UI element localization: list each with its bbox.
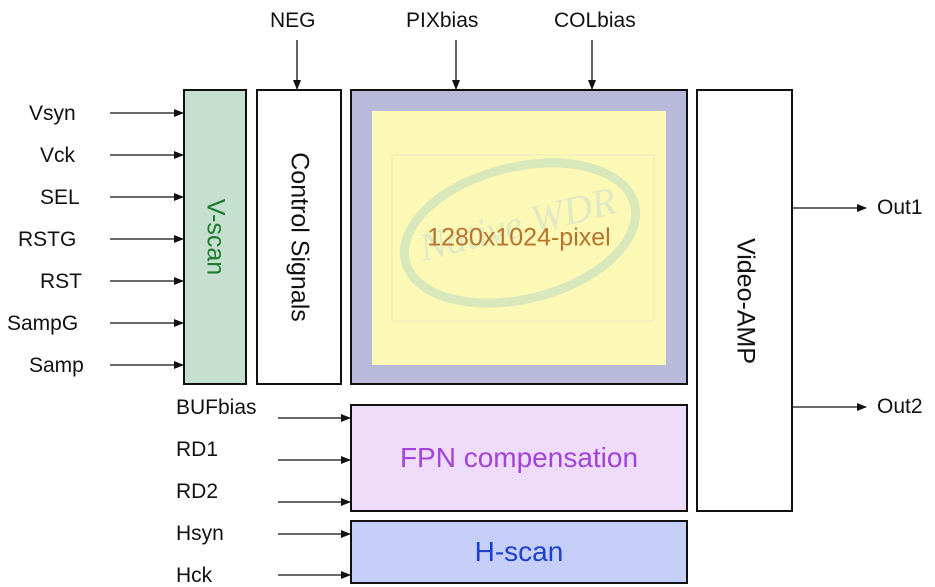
pixel-array-label: 1280x1024-pixel (427, 223, 611, 252)
sel-label: SEL (40, 186, 80, 209)
rstg-label: RSTG (18, 228, 77, 251)
bufbias-label: BUFbias (176, 396, 257, 419)
hck-label: Hck (176, 564, 213, 587)
pixel-array-block: Native WDR 1280x1024-pixel (350, 89, 688, 385)
fpn-compensation-label: FPN compensation (399, 442, 639, 473)
sampg-label: SampG (7, 312, 79, 335)
h-scan-block: H-scan (350, 520, 688, 584)
out1-label: Out1 (877, 196, 923, 219)
colbias-label: COLbias (554, 9, 636, 32)
v-scan-block: V-scan (183, 89, 247, 385)
fpn-compensation-block: FPN compensation (350, 404, 688, 512)
neg-label: NEG (270, 9, 316, 32)
vsyn-label: Vsyn (29, 102, 76, 125)
vck-label: Vck (40, 144, 76, 167)
hsyn-label: Hsyn (176, 522, 224, 545)
rst-label: RST (40, 270, 82, 293)
h-scan-label: H-scan (474, 536, 564, 567)
out2-label: Out2 (877, 395, 923, 418)
video-amp-block: Video-AMP (696, 89, 793, 512)
control-signals-block: Control Signals (256, 89, 342, 385)
control-signals-label: Control Signals (285, 152, 314, 322)
v-scan-label: V-scan (201, 198, 230, 276)
video-amp-label: Video-AMP (731, 237, 759, 364)
pixbias-label: PIXbias (406, 9, 479, 32)
rd1-label: RD1 (176, 438, 219, 461)
pixel-array-core: Native WDR 1280x1024-pixel (372, 111, 666, 365)
samp-label: Samp (29, 354, 84, 377)
native-wdr-watermark: Native WDR (391, 154, 655, 322)
rd2-label: RD2 (176, 480, 219, 503)
